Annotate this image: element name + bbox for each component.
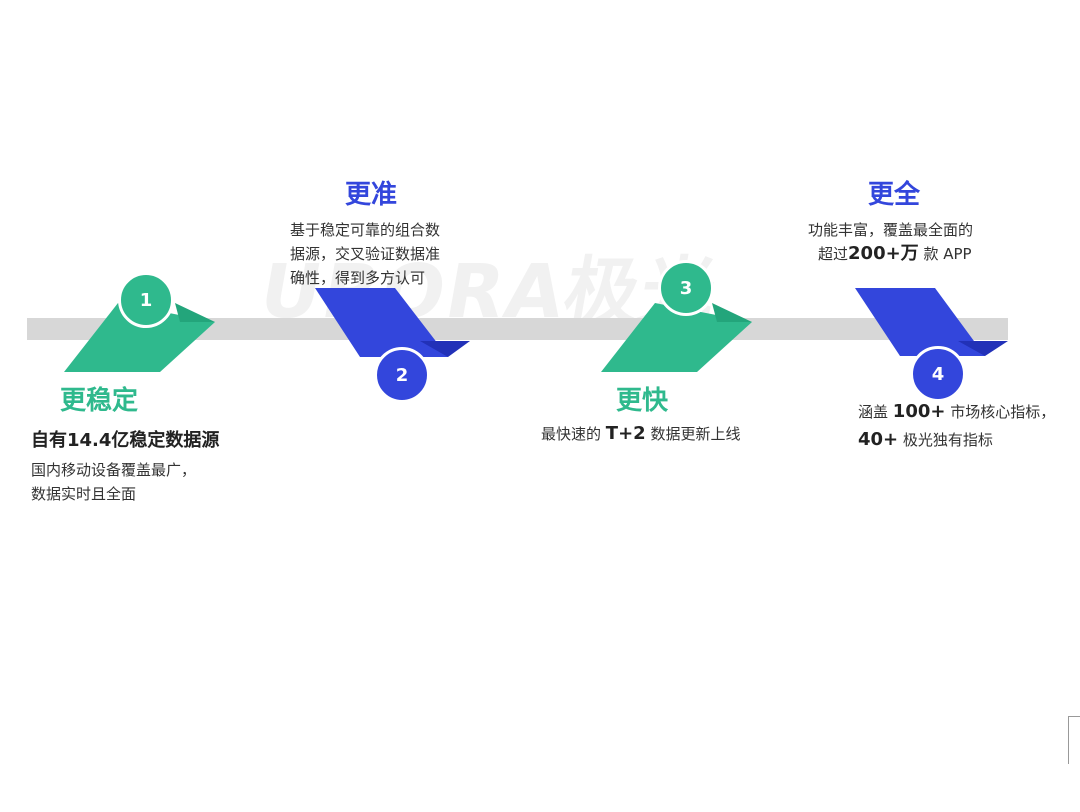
step-4-metric1-prefix: 涵盖	[858, 403, 889, 421]
step-3-desc-suffix: 数据更新上线	[650, 425, 741, 443]
step-1-badge: 1	[118, 272, 174, 328]
step-4-shape	[855, 288, 985, 356]
step-4-metric2-strong: 40+	[858, 429, 899, 450]
step-4-desc-prefix: 超过	[818, 245, 849, 263]
step-3-desc-strong: T+2	[605, 423, 646, 444]
step-3-desc-prefix: 最快速的	[541, 425, 602, 443]
step-2-desc-line: 确性，得到多方认可	[290, 269, 426, 287]
step-1-description: 国内移动设备覆盖最广， 数据实时且全面	[31, 458, 196, 506]
step-4-metrics: 涵盖 100+ 市场核心指标， 40+ 极光独有指标	[858, 398, 1055, 454]
step-2-description: 基于稳定可靠的组合数 据源，交叉验证数据准 确性，得到多方认可	[290, 218, 440, 290]
step-4-desc-line: 超过200+万 款 APP	[818, 242, 973, 266]
step-2-desc-line: 据源，交叉验证数据准	[290, 245, 441, 263]
step-4-metric-line: 涵盖 100+ 市场核心指标，	[858, 398, 1055, 426]
step-2-desc-line: 基于稳定可靠的组合数	[290, 221, 441, 239]
step-3-fold	[712, 303, 752, 322]
step-4-desc-strong: 200+万	[848, 243, 919, 264]
step-4-badge: 4	[910, 346, 966, 402]
step-3-shape	[601, 303, 752, 372]
step-3-badge: 3	[658, 260, 714, 316]
step-3-title: 更快	[616, 386, 669, 416]
step-4-fold	[958, 341, 1008, 356]
step-4-title: 更全	[868, 180, 921, 210]
step-2-fold	[420, 341, 470, 357]
step-1-desc-line: 数据实时且全面	[31, 485, 137, 503]
step-1-fold	[175, 303, 215, 322]
step-4-metric2-suffix: 极光独有指标	[902, 431, 993, 449]
step-2-shape	[315, 288, 448, 357]
step-2-badge: 2	[374, 347, 430, 403]
step-4-description: 功能丰富，覆盖最全面的 超过200+万 款 APP	[808, 218, 973, 266]
step-2-title: 更准	[345, 180, 398, 210]
step-1-subtitle: 自有14.4亿稳定数据源	[31, 430, 220, 451]
timeline-track	[27, 318, 1008, 340]
step-4-metric1-suffix: 市场核心指标，	[950, 403, 1056, 421]
step-4-desc-line: 功能丰富，覆盖最全面的	[808, 221, 974, 239]
corner-mark	[1068, 716, 1080, 764]
step-1-desc-line: 国内移动设备覆盖最广，	[31, 461, 197, 479]
step-4-metric-line: 40+ 极光独有指标	[858, 426, 1055, 454]
step-1-title: 更稳定	[60, 386, 139, 416]
step-3-description: 最快速的 T+2 数据更新上线	[541, 422, 740, 446]
step-4-desc-suffix: 款 APP	[923, 245, 972, 263]
step-4-metric1-strong: 100+	[892, 401, 946, 422]
step-1-shape	[64, 303, 215, 372]
